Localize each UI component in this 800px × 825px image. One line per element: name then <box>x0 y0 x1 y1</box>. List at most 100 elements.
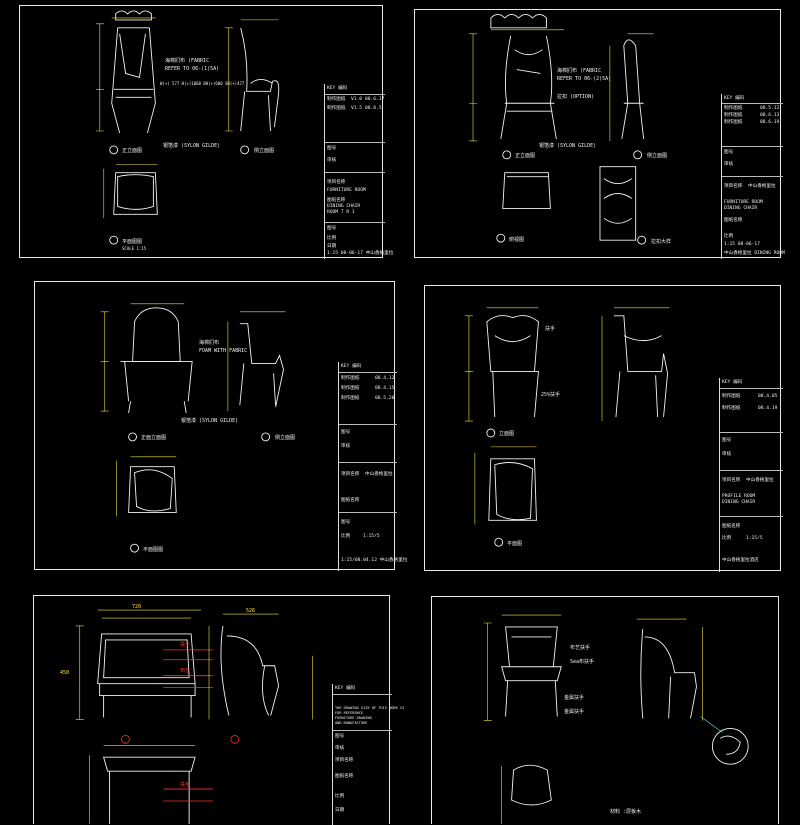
sheet-2-note-fabric: 海棉扪布 (FABRIC <box>557 68 602 74</box>
sheet-2-title-block: KEY 编码 制作图纸 08.5.12 制作图纸 08.6.13 制作图纸 08… <box>721 94 785 259</box>
sheet-2-tb-row-3: 制作图纸 <box>724 120 743 125</box>
sheet-2-tb-f7: 比例 <box>724 234 734 239</box>
sheet-5-title-block: KEY 编码 THE DRAWING SIZE OF THIS WORK IS … <box>332 684 404 825</box>
sheet-5-tb-f4: 比例 <box>335 794 345 799</box>
sheet-2-note-fabric-ref: REFER TO 06-(2)5A) <box>557 76 612 82</box>
sheet-1-tb-row-1-date: 08.6.17 <box>365 97 385 102</box>
sheet-3-view-1-title: 正面立面图 <box>141 435 167 441</box>
sheet-2-view-2-title: 侧立面图 <box>647 153 668 159</box>
sheet-1-tb-f3: FURNITURE ROOM <box>327 188 366 193</box>
sheet-6-footer-text: 材料 :层板木 <box>610 809 642 815</box>
sheet-5-tb-row-1-b: FOR REFERENCE <box>335 711 364 715</box>
sheet-1-tb-f7: 图号 <box>327 226 337 231</box>
sheet-3-tb-header: KEY 编码 <box>341 364 362 369</box>
sheet-1-tb-row-2-ver: V1.5 <box>351 106 363 111</box>
sheet-4-tb-f6: 图纸名称 <box>722 524 741 529</box>
sheet-2-view-3-title: 俯视图 <box>509 237 525 243</box>
sheet-1-view-3-title: 平面图图 <box>122 239 143 245</box>
drawing-sheet-2[interactable]: 海棉扪布 (FABRIC REFER TO 06-(2)5A) 拉扣 (OPTI… <box>414 9 785 259</box>
sheet-3-tb-f7: 1:15/5 <box>363 534 380 539</box>
sheet-1-tb-row-1-ver: V1.0 <box>351 97 363 102</box>
sheet-3-tb-f3: 中山香格里拉 <box>365 472 393 477</box>
sheet-5-tb-row-1: THE DRAWING SIZE OF THIS WORK IS <box>335 706 405 710</box>
sheet-6-note-sea-arm: Sea布扶手 <box>570 659 595 665</box>
sheet-1-view-2-title: 侧立面图 <box>254 148 275 154</box>
sheet-4-tb-row-1-date: 08.4.05 <box>758 394 778 399</box>
sheet-4-tb-row-1: 制作图纸 <box>722 394 741 399</box>
sheet-3-tb-f6: 比例 <box>341 534 351 539</box>
sheet-2-view-1-title: 正立面图 <box>515 153 536 159</box>
sheet-5-tb-row-2: FURNITURE DRAWING <box>335 716 372 720</box>
sheet-3-title-block: KEY 编码 制作图纸 08.4.12 制作图纸 08.4.15 制作图纸 08… <box>338 362 407 571</box>
sheet-3-note-gilde: 银箔漆 (SYLON GILDE) <box>181 418 239 424</box>
drawing-sheet-1[interactable]: 海棉扪布 (FABRIC REFER TO 06-(1)5A) W(+) 577… <box>19 5 393 259</box>
sheet-5-note-armrest-2: 扶手 <box>180 782 191 788</box>
sheet-3-tb-row-2-date: 08.4.15 <box>375 386 395 391</box>
sheet-5-tb-f1: 审核 <box>335 746 345 751</box>
sheet-1-note-fabric-ref: REFER TO 06-(1)5A) <box>165 66 220 72</box>
sheet-3-tb-f4: 图纸名称 <box>341 498 360 503</box>
sheet-1-note-fabric: 海棉扪布 (FABRIC <box>165 58 210 64</box>
sheet-3-tb-footer: 1:15/08.04.12 中山香格里拉 <box>341 558 408 563</box>
sheet-3-tb-row-2: 制作图纸 <box>341 386 360 391</box>
sheet-4-tb-header: KEY 编码 <box>722 380 743 385</box>
sheet-5-note-fabric: 布艺 <box>180 668 191 674</box>
sheet-4-tb-f0: 图号 <box>722 438 732 443</box>
sheet-5-note-armrest: 扶手 <box>180 642 191 648</box>
sheet-4-tb-f4: PROFILE ROOM <box>722 494 756 499</box>
sheet-4-tb-row-2: 制作图纸 <box>722 406 741 411</box>
sheet-4-note-armrest-25: 25%扶手 <box>541 392 561 398</box>
sheet-2-tb-f5: DINING CHAIR <box>724 206 758 211</box>
sheet-1-tb-f2: 项目名称 <box>327 180 346 185</box>
sheet-6-note-fabric-arm: 布艺扶手 <box>570 645 591 651</box>
sheet-4-note-armrest: 扶手 <box>545 326 556 332</box>
sheet-1-title-block: KEY 编码 制作图纸 V1.0 08.6.17 制作图纸 V1.5 08.8.… <box>324 84 393 259</box>
sheet-5-tb-f3: 图纸名称 <box>335 774 354 779</box>
sheet-2-tb-footer: 中山香格里拉 DINING ROOM <box>724 251 785 256</box>
drawing-sheet-5[interactable]: 720 526 450 扶手 布艺 扶手 KEY 编码 THE DRAWING … <box>33 595 404 825</box>
sheet-4-tb-f2: 项目名称 <box>722 478 741 483</box>
sheet-5-tb-header: KEY 编码 <box>335 686 356 691</box>
sheet-1-tb-footer: 1:15 08-06-17 中山香格里拉 <box>327 251 394 256</box>
sheet-2-tb-row-2: 制作图纸 <box>724 113 743 118</box>
sheet-3-tb-f0: 图号 <box>341 430 351 435</box>
drawing-sheet-6[interactable]: 布艺扶手 Sea布扶手 金属扶手 金属扶手 材料 :层板木 <box>431 596 779 824</box>
sheet-1-tb-f5: DINING CHAIR <box>327 204 361 209</box>
drawing-sheet-3[interactable]: 海棉扪布 FOAM WITH FABRIC 银箔漆 (SYLON GILDE) … <box>34 281 407 571</box>
sheet-1-linework <box>95 10 280 245</box>
sheet-3-view-2-title: 侧立面图 <box>275 435 296 441</box>
sheet-4-linework <box>464 307 670 547</box>
sheet-2-tb-f3: 中山香格里拉 <box>748 184 776 189</box>
sheet-1-tb-f8: 比例 <box>327 236 337 241</box>
sheet-1-tb-row-2: 制作图纸 <box>327 106 346 111</box>
sheet-2-tb-row-1-date: 08.5.12 <box>760 106 780 111</box>
sheet-3-tb-row-3: 制作图纸 <box>341 396 360 401</box>
sheet-3-tb-row-1: 制作图纸 <box>341 376 360 381</box>
sheet-2-tb-f2: 项目名称 <box>724 184 743 189</box>
sheet-5-dim-width: 720 <box>132 604 142 610</box>
sheet-5-linework <box>75 609 313 824</box>
sheet-6-note-metal-arm-2: 金属扶手 <box>564 709 585 715</box>
sheet-5-tb-row-2-b: AND MANUFACTURE <box>335 721 368 725</box>
sheet-2-tb-f1: 审核 <box>724 162 734 167</box>
sheet-2-note-button: 拉扣 (OPTION) <box>557 94 595 100</box>
sheet-3-tb-row-3-date: 08.5.20 <box>375 396 395 401</box>
sheet-1-tb-row-2-date: 08.8.5 <box>365 106 382 111</box>
sheet-4-tb-f3: 中山香格里拉 <box>746 478 774 483</box>
sheet-1-tb-header: KEY 编码 <box>327 86 348 91</box>
sheet-2-tb-row-1: 制作图纸 <box>724 106 743 111</box>
sheet-2-tb-row-3-date: 08.6.19 <box>760 120 780 125</box>
sheet-1-note-dims: W(+) 577 H(+)1060 BH(+)600 SH(+)477 <box>160 81 245 86</box>
sheet-3-note-fabric: 海棉扪布 <box>199 340 220 346</box>
sheet-2-tb-f4: FURNITURE ROOM <box>724 200 763 205</box>
sheet-1-tb-f4: 图纸名称 <box>327 198 346 203</box>
sheet-3-tb-f2: 项目名称 <box>341 472 360 477</box>
sheet-3-tb-row-1-date: 08.4.12 <box>375 376 395 381</box>
sheet-4-tb-footer: 中山香格里拉酒店 <box>722 558 759 563</box>
sheet-6-note-metal-arm: 金属扶手 <box>564 695 585 701</box>
sheet-4-view-1-title: 立面图 <box>499 431 515 437</box>
sheet-2-view-4-title: 拉扣大样 <box>651 239 672 245</box>
sheet-2-tb-header: KEY 编码 <box>724 96 745 101</box>
sheet-2-note-gilde: 银箔漆 (SYLON GILDE) <box>539 143 597 149</box>
drawing-sheet-4[interactable]: 扶手 25%扶手 立面图 平面图 KEY 编码 制作图纸 08.4.05 制作图… <box>424 285 783 572</box>
